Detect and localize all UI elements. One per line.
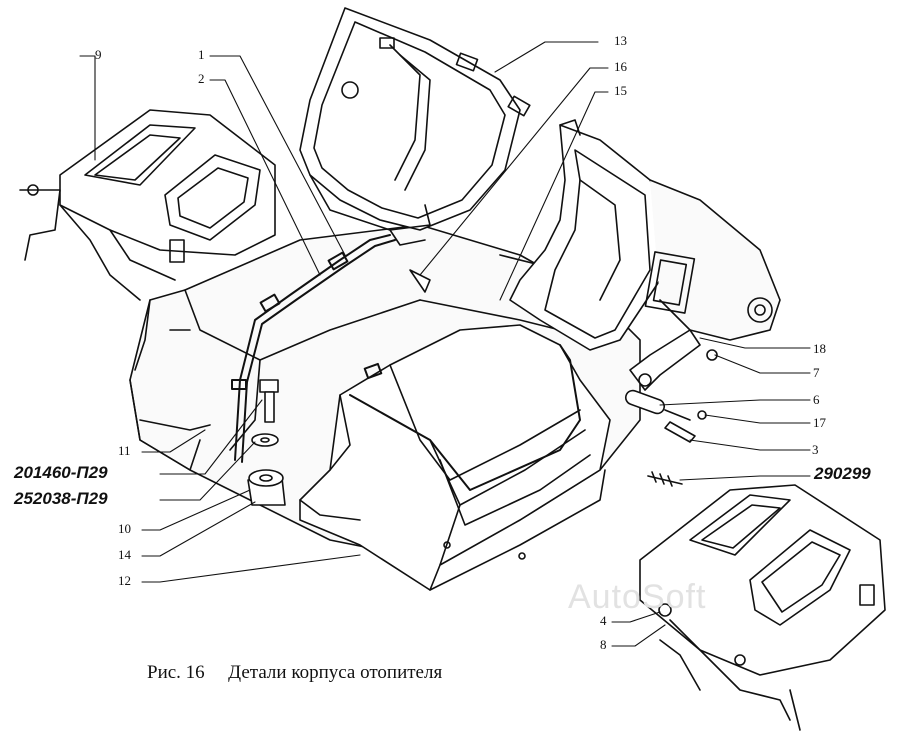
part-number-washer: 252038-П29 <box>14 489 108 508</box>
upper-flap-part-13 <box>299 7 531 246</box>
leader-lines <box>79 41 811 647</box>
callout-17: 17 <box>813 415 826 430</box>
callout-7: 7 <box>813 365 820 380</box>
callout-2: 2 <box>198 71 205 86</box>
seal-strip-part-1-2 <box>231 234 581 491</box>
callout-13: 13 <box>614 33 627 48</box>
callout-10: 10 <box>118 521 131 536</box>
right-duct-part-15 <box>509 119 781 351</box>
callout-9: 9 <box>95 47 102 62</box>
watermark-text: AutoSoft <box>568 578 707 616</box>
figure-number: Рис. 16 <box>147 662 205 683</box>
callout-15: 15 <box>614 83 627 98</box>
callout-4: 4 <box>600 613 607 628</box>
part-number-bolt: 201460-П29 <box>14 463 108 482</box>
callout-18: 18 <box>813 341 826 356</box>
bolt-washer-grommet <box>247 379 286 506</box>
callout-14: 14 <box>118 547 131 562</box>
callout-1: 1 <box>198 47 205 62</box>
left-vent-block-part-9 <box>19 109 276 301</box>
figure-caption: Рис. 16 Детали корпуса отопителя <box>147 662 442 684</box>
callout-3: 3 <box>812 442 819 457</box>
callout-8: 8 <box>600 637 607 652</box>
figure-title: Детали корпуса отопителя <box>228 662 443 683</box>
lower-scoop-part-12 <box>299 324 611 591</box>
part-number-screw: 290299 <box>814 464 871 483</box>
callout-12: 12 <box>118 573 131 588</box>
callout-6: 6 <box>813 392 820 407</box>
callout-16: 16 <box>614 59 627 74</box>
callout-11: 11 <box>118 443 131 458</box>
right-vent-block <box>639 484 886 731</box>
